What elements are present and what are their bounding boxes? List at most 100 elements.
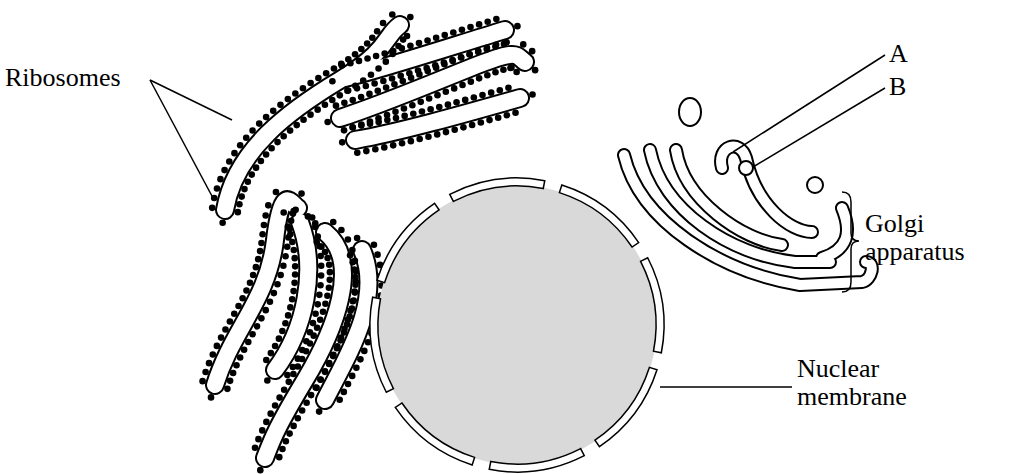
golgi-lumen — [650, 150, 830, 262]
rough-er-lumen — [225, 25, 400, 210]
ribosome — [369, 34, 376, 41]
ribosome — [478, 119, 485, 126]
ribosome — [316, 292, 323, 299]
ribosome — [367, 121, 374, 128]
ribosome — [354, 149, 361, 156]
ribosome — [336, 397, 343, 404]
ribosome — [407, 14, 414, 21]
ribosome — [235, 303, 242, 310]
ribosome — [381, 144, 388, 151]
ribosome — [300, 85, 307, 92]
callout-letter: A — [889, 40, 929, 68]
ribosome — [231, 310, 238, 317]
callout-letter: B — [889, 73, 929, 101]
vesicle — [807, 177, 823, 193]
ribosome — [334, 345, 341, 352]
ribosome — [425, 133, 432, 140]
ribosome — [383, 84, 390, 91]
ribosome — [468, 78, 475, 85]
ribosome — [261, 222, 268, 229]
ribosome — [356, 58, 363, 65]
ribosome — [371, 80, 378, 87]
ribosome — [374, 251, 381, 258]
ribosome — [445, 101, 452, 108]
ribosome — [351, 266, 358, 273]
ribosome — [327, 269, 334, 276]
ribosome — [345, 236, 352, 243]
ribosome — [401, 113, 408, 120]
ribosome — [248, 171, 255, 178]
ribosome — [354, 85, 361, 92]
ribosome — [299, 407, 306, 414]
ribosome — [289, 296, 296, 303]
ribosome — [318, 377, 325, 384]
ribosome — [239, 295, 246, 302]
ribosome — [389, 75, 396, 82]
ribosome — [333, 102, 340, 109]
ribosome — [389, 11, 396, 18]
ribosome — [326, 262, 333, 269]
ribosome — [434, 131, 441, 138]
ribosome — [206, 360, 213, 367]
ribosome — [277, 272, 284, 279]
ribosome — [295, 415, 302, 422]
nucleus — [377, 185, 657, 465]
ribosome — [276, 394, 283, 401]
ribosome — [331, 65, 338, 72]
ribosome — [313, 385, 320, 392]
ribosome — [399, 140, 406, 147]
ribosome — [219, 219, 226, 226]
ribosome — [264, 377, 271, 384]
ribosome — [410, 110, 417, 117]
ribosome — [322, 249, 329, 256]
ribosome — [364, 40, 371, 47]
ribosome — [449, 57, 456, 64]
ribosome — [500, 66, 507, 73]
ribosome — [324, 292, 331, 299]
ribosome — [514, 23, 521, 30]
ribosome — [317, 282, 324, 289]
ribosome — [285, 96, 292, 103]
ribosome — [250, 272, 257, 279]
ribosome — [290, 288, 297, 295]
ribosome — [282, 320, 289, 327]
ribosome — [312, 220, 319, 227]
ribosome — [259, 231, 266, 238]
ribosome — [503, 39, 510, 46]
ribosome — [290, 371, 297, 378]
ribosome — [267, 298, 274, 305]
ribosome — [209, 205, 216, 212]
ribosome — [341, 389, 348, 396]
ribosome — [349, 124, 356, 131]
ribosome — [256, 120, 263, 127]
ribosome — [310, 332, 317, 339]
nuclear-membrane-segment — [641, 258, 664, 353]
ribosome — [227, 378, 234, 385]
ribosome — [270, 108, 277, 115]
ribosome — [450, 29, 457, 36]
ribosome — [279, 328, 286, 335]
part-label: Nuclear membrane — [797, 355, 919, 411]
ribosome — [292, 206, 299, 213]
ribosome — [282, 253, 289, 260]
ribosome — [408, 74, 415, 81]
ribosome — [267, 410, 274, 417]
ribosome — [292, 263, 299, 270]
ribosome — [366, 91, 373, 98]
ribosome — [243, 134, 250, 141]
ribosome — [224, 386, 231, 393]
ribosome — [317, 317, 324, 324]
ribosome — [363, 148, 370, 155]
rough-er-lumen — [355, 98, 520, 140]
ribosome — [357, 356, 364, 363]
ribosome — [258, 315, 265, 322]
ribosome — [289, 239, 296, 246]
ribosome — [309, 214, 316, 221]
ribosome — [504, 112, 511, 119]
ribosome — [390, 48, 397, 55]
ribosome — [329, 97, 336, 104]
ribosome — [484, 18, 491, 25]
ribosome — [392, 109, 399, 116]
golgi-cisterna — [822, 208, 847, 258]
